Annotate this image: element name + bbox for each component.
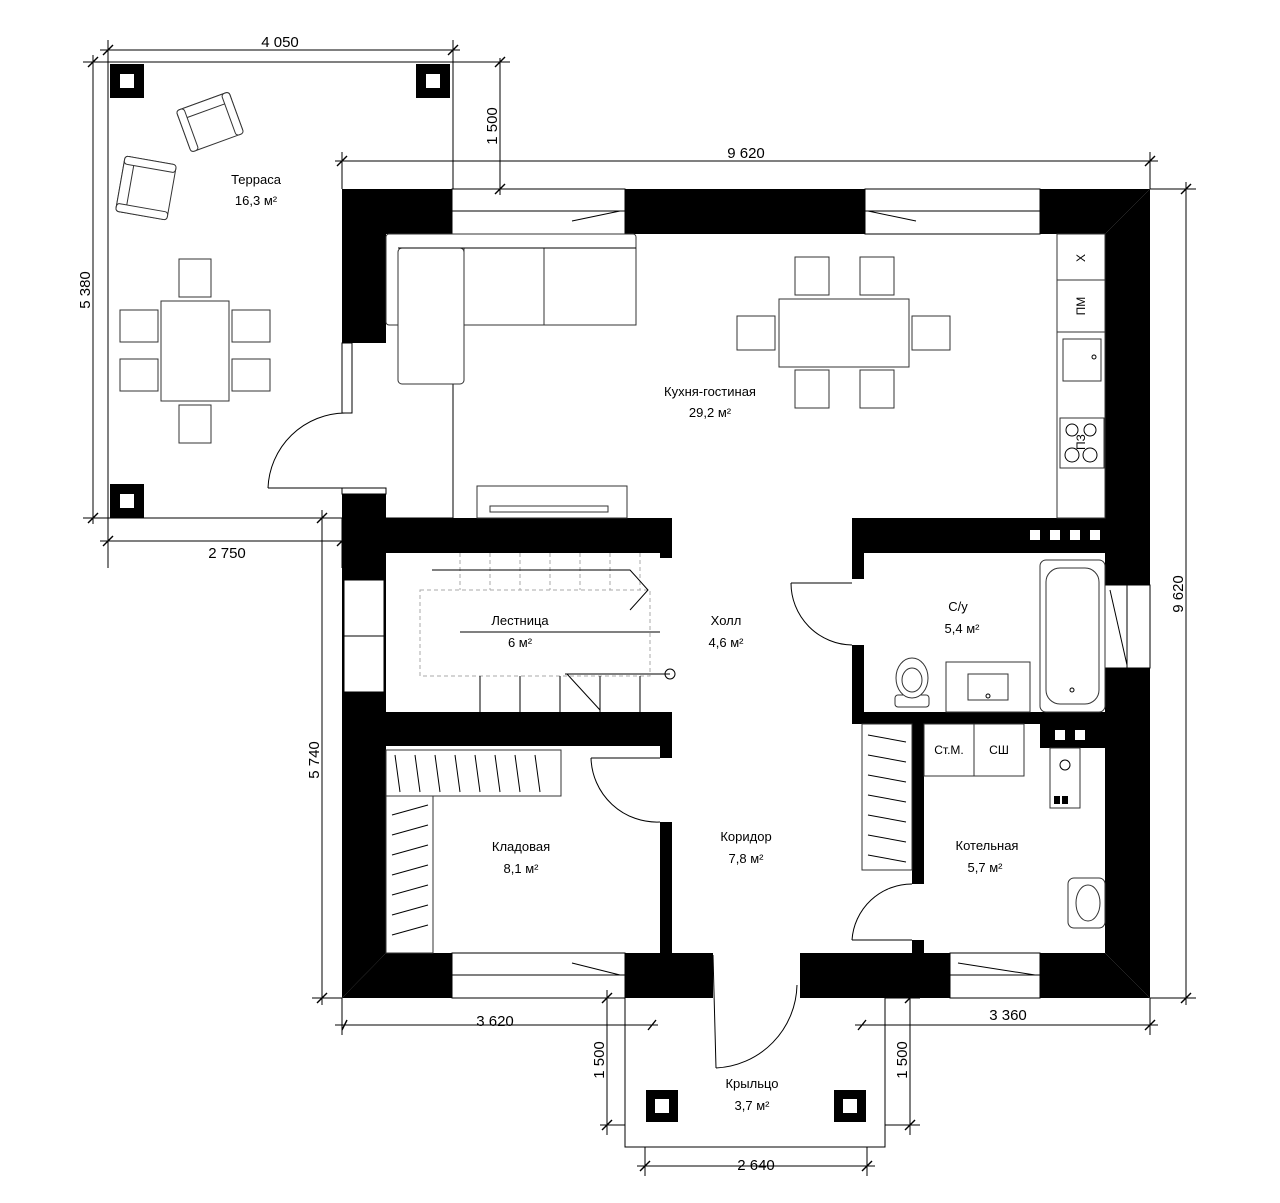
pantry-name: Кладовая	[492, 839, 550, 854]
tv-stand	[476, 485, 628, 519]
pantry-shelves	[385, 749, 562, 954]
washer-label: Ст.М.	[934, 743, 964, 757]
boiler-door	[851, 883, 913, 941]
stove-label: ПЗ	[1074, 434, 1088, 450]
terrace-area: 16,3 м²	[235, 193, 278, 208]
stair-name: Лестница	[491, 613, 549, 628]
terrace-dining-set	[119, 258, 271, 444]
entrance-door	[712, 954, 798, 1069]
exterior-walls	[342, 189, 1150, 998]
window	[451, 188, 626, 235]
dim-house-width-top: 9 620	[727, 145, 765, 162]
stair-area: 6 м²	[508, 635, 533, 650]
dim-bottom-right: 3 360	[989, 1007, 1027, 1024]
boiler-unit	[1049, 747, 1081, 809]
boiler-shelves	[861, 723, 913, 871]
kitchen-dining-set	[736, 256, 951, 409]
window	[1104, 584, 1151, 669]
armchair	[176, 92, 244, 152]
pantry-door	[590, 757, 661, 823]
boiler-name: Котельная	[956, 838, 1019, 853]
dim-terrace-depth: 5 380	[77, 271, 94, 309]
dim-left-lower: 5 740	[306, 741, 323, 779]
kitchen-area: 29,2 м²	[689, 405, 732, 420]
fridge-label: Х	[1074, 254, 1088, 262]
staircase	[419, 553, 676, 712]
window	[864, 188, 1041, 235]
armchair	[115, 155, 177, 221]
bath-vanity	[945, 661, 1031, 713]
hall-name: Холл	[711, 613, 742, 628]
corner-sofa	[385, 233, 637, 385]
bath-name: С/у	[948, 599, 968, 614]
porch-area: 3,7 м²	[735, 1098, 771, 1113]
boiler-sink	[1067, 877, 1106, 929]
terrace-post	[416, 64, 450, 98]
boiler-area: 5,7 м²	[968, 860, 1004, 875]
interior-walls	[386, 518, 1105, 953]
dryer-label: СШ	[989, 743, 1009, 757]
vent-blocks	[1030, 530, 1100, 740]
dim-porch-right: 1 500	[894, 1041, 911, 1079]
dim-bottom-left: 3 620	[476, 1013, 514, 1030]
porch	[624, 998, 886, 1148]
dim-house-depth-right: 9 620	[1170, 575, 1187, 613]
dishwasher-label: ПМ	[1074, 297, 1088, 316]
dim-terrace-offset: 1 500	[484, 107, 501, 145]
corridor-name: Коридор	[720, 829, 771, 844]
porch-post	[834, 1090, 866, 1122]
pantry-area: 8,1 м²	[504, 861, 540, 876]
corridor-area: 7,8 м²	[729, 851, 765, 866]
bath-door	[790, 582, 853, 646]
kitchen-counter	[1056, 233, 1106, 519]
dryer	[973, 723, 1025, 777]
porch-name: Крыльцо	[725, 1076, 778, 1091]
window	[451, 952, 626, 999]
terrace-post	[110, 484, 144, 518]
bathtub	[1039, 559, 1106, 713]
window	[949, 952, 1041, 999]
terrace-door	[267, 342, 387, 495]
terrace: Терраса 16,3 м²	[107, 61, 454, 519]
dim-terrace-to-wall: 2 750	[208, 545, 246, 562]
terrace-post	[110, 64, 144, 98]
hall-area: 4,6 м²	[709, 635, 745, 650]
dim-porch-left: 1 500	[591, 1041, 608, 1079]
washer	[923, 723, 975, 777]
porch-post	[646, 1090, 678, 1122]
dimension-lines	[83, 40, 1196, 1176]
terrace-name: Терраса	[231, 172, 282, 187]
dim-terrace-width: 4 050	[261, 34, 299, 51]
toilet	[894, 657, 930, 708]
kitchen-name: Кухня-гостиная	[664, 384, 756, 399]
bath-area: 5,4 м²	[945, 621, 981, 636]
dim-porch-width: 2 640	[737, 1157, 775, 1174]
